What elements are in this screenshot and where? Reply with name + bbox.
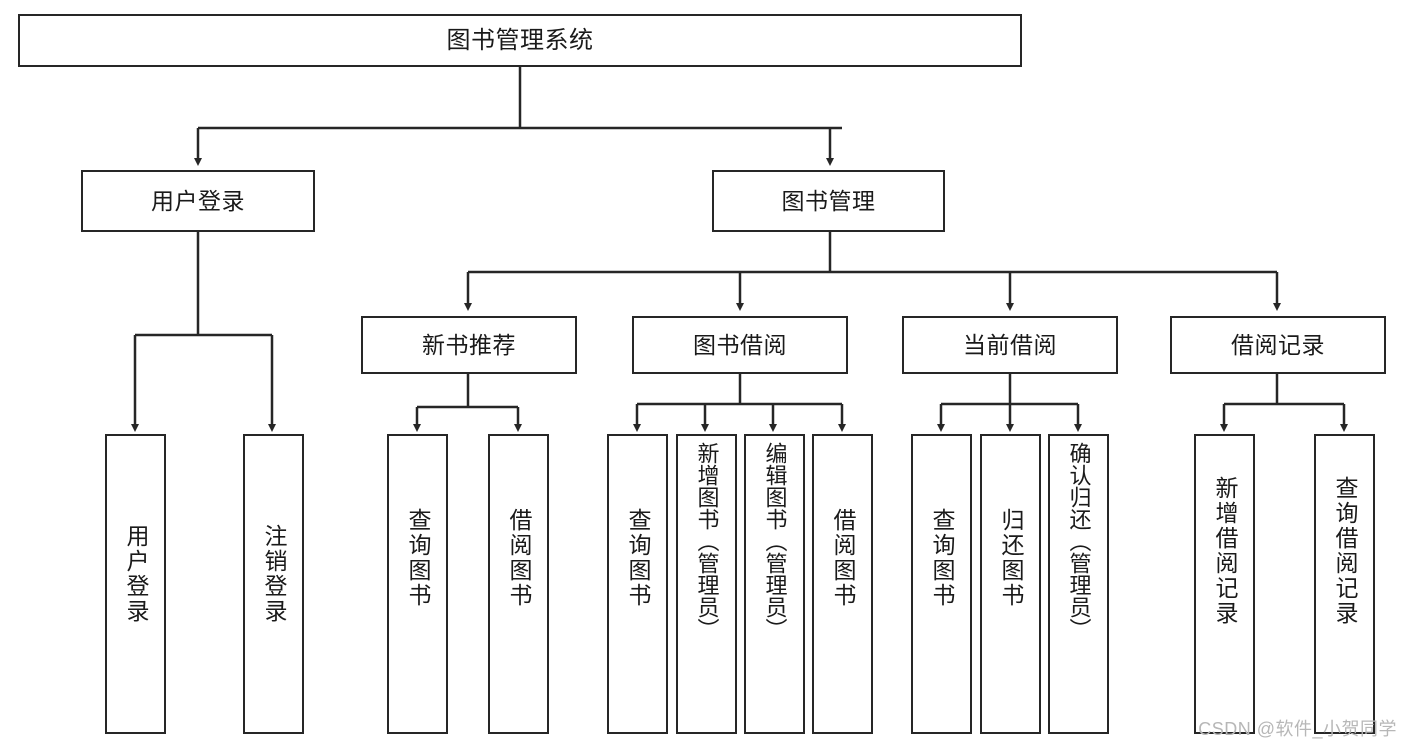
leaf-user-login[interactable]: 用户登录 <box>105 434 166 734</box>
leaf-query-books-recommend[interactable]: 查询图书 <box>387 434 448 734</box>
node-new-book-recommendation[interactable]: 新书推荐 <box>361 316 577 374</box>
node-current-borrowing[interactable]: 当前借阅 <box>902 316 1118 374</box>
leaf-confirm-return-admin[interactable]: 确认归还（管理员） <box>1048 434 1109 734</box>
leaf-query-borrow-record[interactable]: 查询借阅记录 <box>1314 434 1375 734</box>
node-label: 归还图书 <box>998 508 1024 608</box>
node-label: 借阅图书 <box>506 508 532 608</box>
node-label: 图书借阅 <box>693 331 787 358</box>
node-label: 注销登录 <box>261 524 287 624</box>
node-label: 查询借阅记录 <box>1332 476 1358 626</box>
node-book-management[interactable]: 图书管理 <box>712 170 945 232</box>
leaf-add-book-admin[interactable]: 新增图书（管理员） <box>676 434 737 734</box>
leaf-return-books[interactable]: 归还图书 <box>980 434 1041 734</box>
leaf-logout[interactable]: 注销登录 <box>243 434 304 734</box>
node-user-login[interactable]: 用户登录 <box>81 170 315 232</box>
leaf-query-books-current[interactable]: 查询图书 <box>911 434 972 734</box>
leaf-borrow-books[interactable]: 借阅图书 <box>812 434 873 734</box>
leaf-borrow-books-recommend[interactable]: 借阅图书 <box>488 434 549 734</box>
node-label: 查询图书 <box>625 508 651 608</box>
node-label: 借阅图书 <box>830 508 856 608</box>
node-label: 借阅记录 <box>1231 331 1325 358</box>
leaf-add-borrow-record[interactable]: 新增借阅记录 <box>1194 434 1255 734</box>
node-label: 新增图书（管理员） <box>694 442 720 640</box>
node-label: 查询图书 <box>405 508 431 608</box>
node-label: 图书管理 <box>781 187 876 214</box>
node-label: 用户登录 <box>151 187 245 214</box>
node-book-borrowing[interactable]: 图书借阅 <box>632 316 848 374</box>
node-borrowing-record[interactable]: 借阅记录 <box>1170 316 1386 374</box>
node-label: 用户登录 <box>123 524 149 624</box>
node-label: 当前借阅 <box>963 331 1057 358</box>
node-label: 确认归还（管理员） <box>1066 442 1092 640</box>
node-label: 新增借阅记录 <box>1212 476 1238 626</box>
node-label: 查询图书 <box>929 508 955 608</box>
node-label: 编辑图书（管理员） <box>762 442 788 640</box>
leaf-edit-book-admin[interactable]: 编辑图书（管理员） <box>744 434 805 734</box>
node-label: 图书管理系统 <box>446 26 594 54</box>
node-label: 新书推荐 <box>422 331 516 358</box>
leaf-query-books-borrow[interactable]: 查询图书 <box>607 434 668 734</box>
csdn-watermark: CSDN @软件_小贺同学 <box>1198 719 1397 739</box>
node-root-book-management-system[interactable]: 图书管理系统 <box>18 14 1022 67</box>
